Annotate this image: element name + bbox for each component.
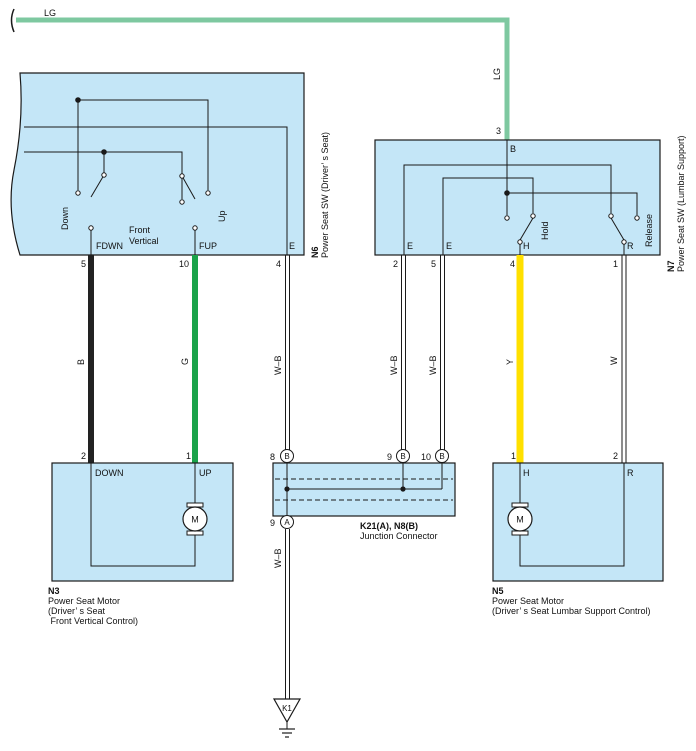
n6-up-label: Up (217, 210, 227, 222)
n6-code: N6 (310, 246, 320, 258)
junction-pin-9a: 9 (270, 518, 275, 528)
wire-b: 5 B 2 (76, 255, 94, 463)
n5-pin-r: R (627, 468, 634, 478)
component-n5: M H R N5 Power Seat Motor (Driver’ s Sea… (492, 462, 664, 616)
n6-vertical-label: Vertical (129, 236, 159, 246)
junction-pin-10: 10 (421, 452, 431, 462)
n3-code: N3 (48, 586, 60, 596)
n7-pin-h: H (523, 241, 530, 251)
junction-name: Junction Connector (360, 531, 438, 541)
n3-line2: (Driver’ s Seat (48, 606, 106, 616)
connector-terminal-icon: B (435, 449, 449, 463)
wire-label-wb-3: W–B (428, 355, 438, 375)
svg-text:B: B (439, 452, 444, 461)
wire-wb-ground: W–B (273, 529, 290, 699)
connector-terminal-icon: B (280, 449, 294, 463)
junction-pin-8: 8 (270, 452, 275, 462)
switch-contact-icon (179, 173, 211, 255)
wire-break-icon (10, 8, 15, 33)
switch-contact-icon (608, 213, 640, 255)
n3-line1: Power Seat Motor (48, 596, 120, 606)
pin-num-n5-1: 1 (511, 451, 516, 461)
n3-pin-up: UP (199, 468, 212, 478)
n6-pin-fdwn: FDWN (96, 241, 123, 251)
pin-num-n3-2: 2 (81, 451, 86, 461)
n7-pin-num-b: 3 (496, 126, 501, 136)
wire-wb-n7-5: 5 W–B (428, 255, 445, 450)
connector-terminal-icon: B (396, 449, 410, 463)
wire-g: 10 G 1 (179, 255, 198, 463)
svg-text:M: M (516, 515, 524, 525)
n7-pin-b: B (510, 144, 516, 154)
n7-pin-e2: E (446, 241, 452, 251)
ground-code: K1 (282, 704, 292, 713)
n7-pin-e1: E (407, 241, 413, 251)
pin-num-n5-2: 2 (613, 451, 618, 461)
n5-pin-h: H (523, 468, 530, 478)
n7-hold-label: Hold (540, 221, 550, 240)
n5-code: N5 (492, 586, 504, 596)
switch-contact-icon (75, 172, 107, 255)
n7-pin-r: R (627, 241, 634, 251)
component-junction-connector: B 8 B 9 B 10 A 9 K21(A), N8(B) Junction … (270, 449, 456, 541)
pin-num-n7-1: 1 (613, 259, 618, 269)
svg-text:B: B (400, 452, 405, 461)
n6-pin-e: E (289, 241, 295, 251)
component-n3: M DOWN UP N3 Power Seat Motor (Driver’ s… (48, 462, 234, 626)
wire-y: 4 Y 1 (505, 255, 524, 463)
n3-pin-down: DOWN (95, 468, 124, 478)
n7-release-label: Release (644, 214, 654, 247)
n6-down-label: Down (60, 207, 70, 230)
svg-text:A: A (284, 518, 290, 527)
pin-num-n6-10: 10 (179, 259, 189, 269)
n7-name: Power Seat SW (Lumbar Support) (676, 135, 686, 272)
switch-contact-icon (504, 213, 536, 255)
n3-line3: Front Vertical Control) (48, 616, 138, 626)
wire-label-wb-1: W–B (273, 355, 283, 375)
n6-pin-fup: FUP (199, 241, 217, 251)
wire-label-lg-vertical: LG (492, 68, 502, 80)
wire-wb-n7-2: 2 W–B (389, 255, 406, 450)
svg-text:B: B (284, 452, 289, 461)
component-n7: 3 B Hold Release E E H R N7 Power (374, 126, 686, 272)
n5-line2: (Driver’ s Seat Lumbar Support Control) (492, 606, 651, 616)
n6-name: Power Seat SW (Driver’ s Seat) (320, 132, 330, 258)
wire-w: 1 W 2 (609, 255, 627, 463)
pin-num-n6-5: 5 (81, 259, 86, 269)
pin-num-n7-4: 4 (510, 259, 515, 269)
wire-wb-n6: 4 W–B (273, 255, 290, 450)
connector-terminal-icon: A (280, 515, 294, 529)
wire-label-b: B (76, 359, 86, 365)
component-n6: Down Up Front Vertical FDWN FUP E N6 Pow… (10, 72, 330, 258)
junction-code: K21(A), N8(B) (360, 521, 418, 531)
wire-label-wb-4: W–B (273, 548, 283, 568)
n6-front-label: Front (129, 225, 151, 235)
motor-icon: M (182, 502, 208, 536)
wire-label-y: Y (505, 359, 515, 365)
motor-icon: M (507, 502, 533, 536)
pin-num-n6-4: 4 (276, 259, 281, 269)
svg-text:M: M (191, 515, 199, 525)
wire-label-g: G (180, 358, 190, 365)
junction-pin-9b: 9 (387, 452, 392, 462)
n5-line1: Power Seat Motor (492, 596, 564, 606)
wire-label-wb-2: W–B (389, 355, 399, 375)
wire-label-lg-top: LG (44, 8, 56, 18)
n7-code: N7 (666, 260, 676, 272)
pin-num-n3-1: 1 (186, 451, 191, 461)
pin-num-n7-5: 5 (431, 259, 436, 269)
wire-lg: LG LG (10, 8, 510, 140)
pin-num-n7-2: 2 (393, 259, 398, 269)
wire-label-w: W (609, 356, 619, 365)
ground-icon: K1 (272, 698, 302, 738)
